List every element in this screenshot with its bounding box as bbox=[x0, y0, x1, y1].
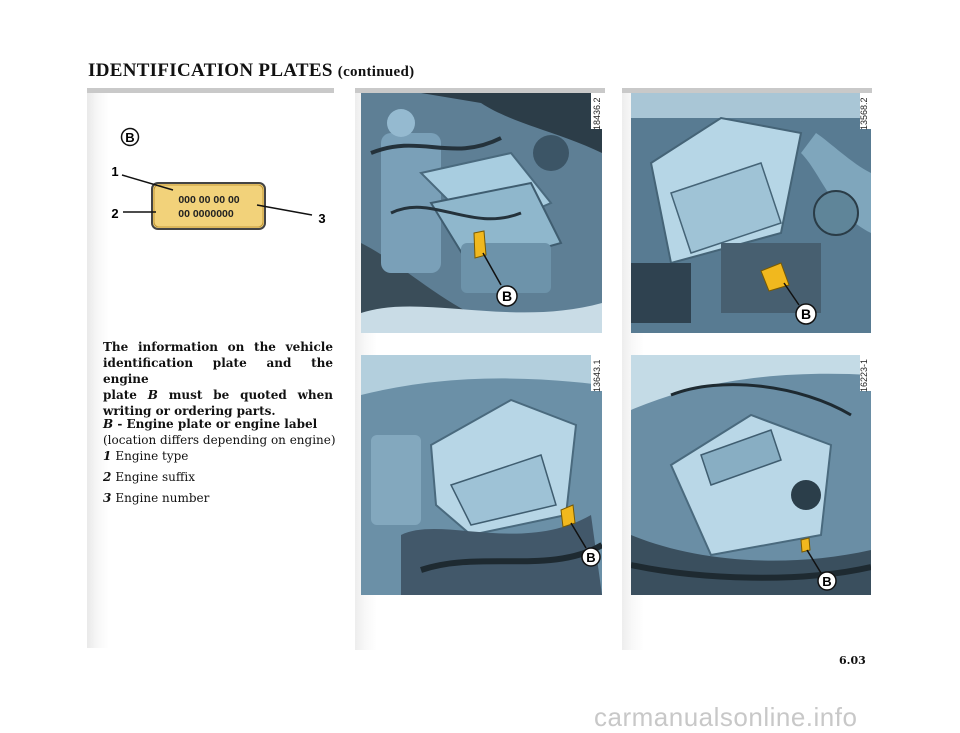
callout-2: 2 bbox=[111, 206, 118, 221]
desc-line-2: identification plate and the engine bbox=[103, 356, 333, 386]
page-number: 6.03 bbox=[839, 654, 866, 667]
engine-photo-2: B bbox=[631, 93, 871, 333]
photo-2-marker: B bbox=[801, 306, 811, 322]
engine-photo-1: B bbox=[361, 93, 602, 333]
photo-3-ref: 13643.1 bbox=[592, 359, 602, 392]
plate-label: B bbox=[125, 130, 134, 145]
engine-photo-3: B bbox=[361, 355, 602, 595]
photo-1-ref: 18436.2 bbox=[592, 97, 602, 130]
photo-3-marker: B bbox=[586, 550, 595, 565]
photo-4-marker: B bbox=[822, 574, 831, 589]
engine-plate-location: (location differs depending on engine) bbox=[103, 433, 336, 447]
plate-line-2: 00 0000000 bbox=[178, 208, 234, 220]
callout-1: 1 bbox=[111, 164, 118, 179]
description-paragraph: The information on the vehicle identific… bbox=[103, 339, 333, 419]
photo-1-marker: B bbox=[502, 288, 512, 304]
title-continued: (continued) bbox=[337, 64, 415, 80]
page-title: IDENTIFICATION PLATES (continued) bbox=[88, 60, 414, 82]
engine-plate-diagram: B 000 00 00 00 00 0000000 1 2 3 bbox=[111, 127, 326, 230]
engine-plate-title: - Engine plate or engine label bbox=[113, 417, 318, 431]
engine-plate-heading: B - Engine plate or engine label (locati… bbox=[103, 416, 343, 448]
photo-4-ref: 16223-1 bbox=[859, 358, 869, 392]
plate-line-1: 000 00 00 00 bbox=[178, 194, 239, 206]
engine-plate-letter: B bbox=[103, 417, 114, 431]
left-column bbox=[87, 88, 334, 648]
desc-line-4: writing or ordering parts. bbox=[103, 404, 276, 418]
callout-3: 3 bbox=[318, 211, 325, 226]
engine-photo-4: B bbox=[631, 355, 871, 595]
title-text: IDENTIFICATION PLATES bbox=[88, 60, 333, 81]
desc-line-3: plate B must be quoted when bbox=[103, 388, 333, 402]
watermark: carmanualsonline.info bbox=[594, 702, 858, 732]
desc-line-1: The information on the vehicle bbox=[103, 340, 333, 354]
photo-2-ref: 13568.2 bbox=[859, 97, 869, 130]
